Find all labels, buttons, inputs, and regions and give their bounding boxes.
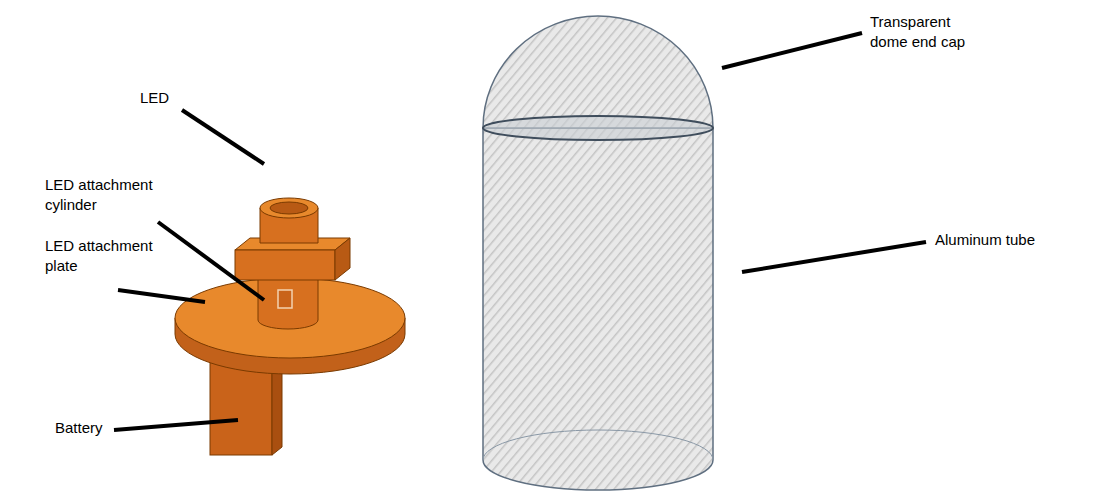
leader-lines [114, 33, 926, 430]
part-label: LED attachment cylinder [45, 175, 157, 215]
dome-end-cap [483, 16, 713, 140]
leader-line [118, 290, 205, 302]
part-label: LED attachment plate [45, 236, 157, 276]
led [260, 198, 318, 243]
aluminum-tube [483, 128, 713, 490]
part-label: LED [140, 88, 200, 108]
leader-line [742, 242, 926, 272]
leader-line [114, 420, 238, 430]
part-label: Battery [55, 418, 135, 438]
led-mount-block [235, 238, 350, 280]
part-label: Aluminum tube [935, 230, 1075, 250]
leader-line [722, 33, 862, 68]
leader-line [158, 222, 264, 300]
leader-line [182, 110, 264, 164]
part-label: Transparent dome end cap [870, 12, 990, 52]
